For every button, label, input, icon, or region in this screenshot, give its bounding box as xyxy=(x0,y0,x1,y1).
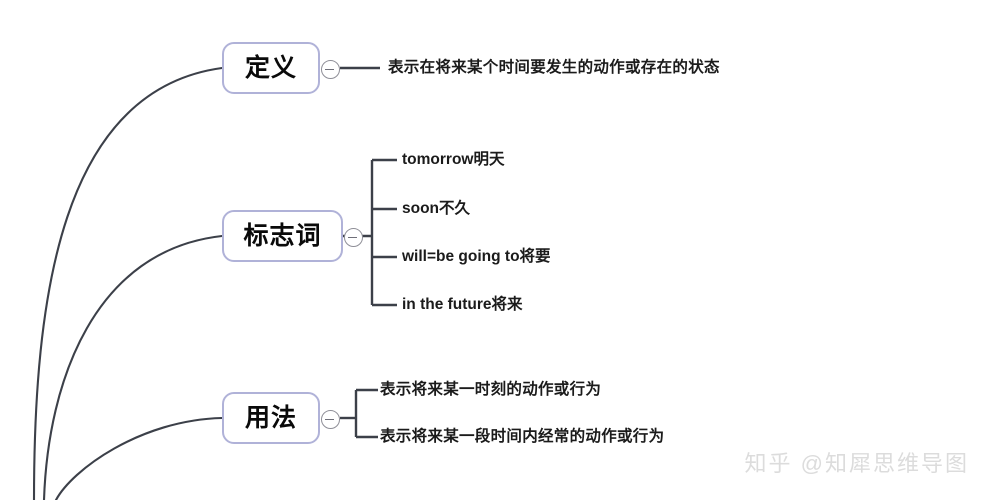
leaf-usage-2[interactable]: 表示将来某一段时间内经常的动作或行为 xyxy=(380,428,665,445)
leaf-signal-words-2[interactable]: soon不久 xyxy=(402,200,471,217)
leaf-usage-1[interactable]: 表示将来某一时刻的动作或行为 xyxy=(380,381,602,398)
watermark: 知乎 @知犀思维导图 xyxy=(744,451,969,476)
leaf-definition-1[interactable]: 表示在将来某个时间要发生的动作或存在的状态 xyxy=(388,59,720,76)
collapse-minus-icon-usage[interactable] xyxy=(321,410,340,429)
root-curve-signal-words xyxy=(42,234,224,500)
leaf-signal-words-1[interactable]: tomorrow明天 xyxy=(402,151,505,168)
node-usage[interactable]: 用法 xyxy=(222,392,320,444)
node-definition-label: 定义 xyxy=(244,53,297,82)
node-signal-words-label: 标志词 xyxy=(243,221,322,250)
leaf-signal-words-3[interactable]: will=be going to将要 xyxy=(402,248,551,265)
collapse-minus-icon-definition[interactable] xyxy=(321,60,340,79)
node-signal-words[interactable]: 标志词 xyxy=(222,210,343,262)
node-definition[interactable]: 定义 xyxy=(222,42,320,94)
root-curve-usage xyxy=(54,416,224,500)
collapse-minus-icon-signal-words[interactable] xyxy=(344,228,363,247)
node-usage-label: 用法 xyxy=(244,403,297,432)
leaf-signal-words-4[interactable]: in the future将来 xyxy=(402,296,523,313)
root-curve-definition xyxy=(32,66,224,500)
